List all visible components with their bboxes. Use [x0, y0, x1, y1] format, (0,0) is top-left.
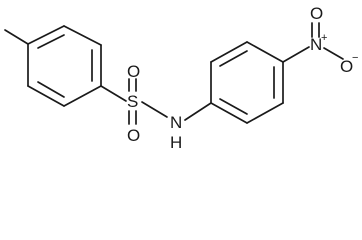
nitro-nitrogen-label: N [310, 35, 322, 54]
ring-nitro-bond [282, 46, 310, 63]
nitrophenyl-ring [210, 41, 284, 124]
nitro-oxygen-top-label: O [310, 4, 323, 23]
nitrogen-ring-bond [184, 102, 212, 121]
toluene-ring [27, 25, 102, 107]
nitro-nitrogen-charge: + [321, 32, 327, 44]
chemical-structure-diagram: O S O N H O N + O − [4, 4, 358, 152]
sulfonyl-double-bonds [128, 78, 137, 125]
oxygen-top-label: O [127, 62, 140, 81]
nitro-bonds [311, 22, 344, 60]
nitro-oxygen-right-label: O [340, 57, 353, 76]
ring-sulfur-bond [100, 85, 127, 102]
sulfur-nitrogen-bond [141, 101, 168, 118]
nitro-oxygen-charge: − [352, 52, 358, 64]
methyl-bond [4, 29, 29, 45]
amine-nitrogen-label: N [170, 113, 182, 132]
amine-hydrogen-label: H [170, 133, 182, 152]
oxygen-bottom-label: O [127, 126, 140, 145]
sulfur-label: S [127, 92, 138, 111]
